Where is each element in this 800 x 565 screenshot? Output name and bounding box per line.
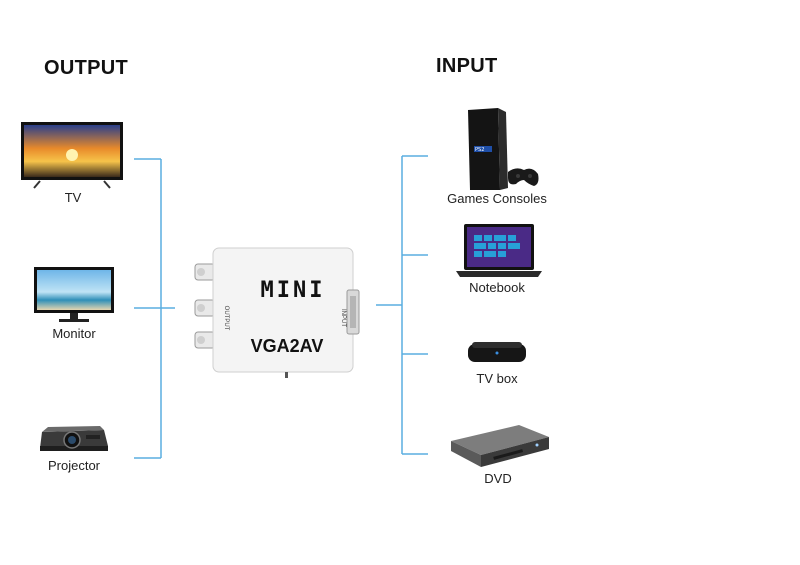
game-console-label: Games Consoles xyxy=(447,191,547,206)
projector-device xyxy=(38,420,110,461)
laptop-device xyxy=(454,223,544,284)
monitor-icon xyxy=(34,267,114,322)
vga2av-converter: MINI VGA2AV OUTPUT INPUT xyxy=(193,244,363,385)
tv-label: TV xyxy=(64,190,82,205)
monitor-device xyxy=(33,266,115,329)
tv-box-device xyxy=(466,338,528,373)
converter-box-icon xyxy=(194,247,360,378)
laptop-icon xyxy=(456,224,542,277)
converter-output-port-label: OUTPUT xyxy=(223,305,229,331)
dvd-label: DVD xyxy=(484,471,512,486)
input-heading: INPUT xyxy=(436,55,498,77)
tv-box-label: TV box xyxy=(476,371,518,386)
tv-icon xyxy=(21,122,123,189)
game-console-icon: PS2 xyxy=(468,108,539,190)
laptop-label: Notebook xyxy=(469,280,525,295)
output-heading: OUTPUT xyxy=(44,57,129,79)
game-console-device: PS2 xyxy=(462,106,542,197)
projector-icon xyxy=(40,426,108,451)
monitor-label: Monitor xyxy=(52,326,96,341)
tv-box-icon xyxy=(468,342,526,362)
projector-label: Projector xyxy=(47,458,101,473)
dvd-device xyxy=(449,423,551,474)
converter-model: VGA2AV xyxy=(250,336,324,356)
svg-text:PS2: PS2 xyxy=(475,147,484,153)
converter-input-port-label: INPUT xyxy=(340,309,346,327)
converter-brand: MINI xyxy=(260,278,326,303)
dvd-player-icon xyxy=(451,425,549,467)
tv-device xyxy=(20,121,124,194)
